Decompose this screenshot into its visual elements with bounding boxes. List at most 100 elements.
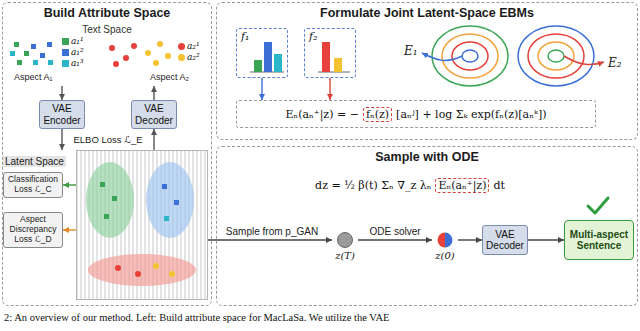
- output-box: Multi-aspect Sentence: [564, 220, 634, 260]
- classifier-bars: [334, 58, 342, 72]
- energy-contours: [432, 26, 508, 86]
- node-text: f₂: [305, 29, 355, 44]
- latent-space-illustration: [100, 182, 105, 187]
- connector-arrow: [153, 129, 154, 150]
- classifier-bars: [264, 42, 272, 72]
- node-text: Aspect Discrepancy Loss ℒ_D: [6, 215, 60, 244]
- connector-arrow: [61, 86, 62, 100]
- text-space-scatter: [131, 43, 137, 49]
- latent-point: z(0): [432, 232, 458, 264]
- connector-arrow: [528, 239, 564, 240]
- connector-arrow: [358, 239, 432, 240]
- latent-space-illustration: [76, 150, 208, 300]
- legend-text: a₁¹: [71, 37, 84, 46]
- annotation-label: E₂: [608, 56, 622, 70]
- vae-box: VAE Decoder: [482, 225, 528, 255]
- text-space-scatter: [153, 60, 159, 66]
- annotation-label: ELBO Loss ℒ_E: [73, 134, 142, 145]
- loss-box: Classification Loss ℒ_C: [3, 172, 63, 198]
- energy-contours: [442, 34, 498, 78]
- text-space-scatter: [109, 45, 115, 51]
- connector-arrow: [63, 184, 76, 185]
- legend-swatch: [62, 38, 69, 45]
- legend-text: a₂¹: [187, 42, 200, 51]
- node-text: z(T): [332, 250, 358, 261]
- latent-space-illustration: [76, 150, 208, 300]
- latent-space-illustration: [146, 162, 194, 238]
- node-text: f₁: [237, 29, 287, 44]
- connector-arrow: [61, 129, 62, 150]
- energy-contours: [462, 50, 478, 62]
- point-half: [445, 233, 453, 248]
- legend-text: a₁³: [71, 59, 84, 68]
- equation-box: Eₙ(aₙ⁺|z) = − fₙ(z) [aₙʲ] + log Σₖ exp(fₙ(…: [236, 100, 596, 128]
- latent-space-illustration: [164, 216, 169, 221]
- legend-item: a₂¹: [178, 42, 200, 51]
- text-space-scatter: [47, 42, 52, 47]
- equation: dz = ½ β(t) Σₙ ∇_z λₙ Eₙ(aₙ⁺|z) dt: [240, 172, 580, 198]
- point-circle: [437, 232, 453, 248]
- latent-space-illustration: [88, 254, 196, 286]
- node-text: Multi-aspect Sentence: [567, 229, 631, 252]
- text-space-scatter: [165, 53, 171, 59]
- latent-space-illustration: [135, 271, 141, 277]
- text-space-scatter: [10, 51, 15, 56]
- node-text: Eₙ(aₙ⁺|z): [435, 178, 489, 193]
- annotation-label: Aspect A₁: [14, 72, 53, 82]
- legend-text: a₂²: [187, 53, 200, 62]
- connector-arrow: [329, 78, 330, 100]
- node-text: Text Space: [8, 24, 206, 35]
- node-text: Classification Loss ℒ_C: [6, 175, 60, 195]
- annotation-label: Aspect A₂: [150, 72, 189, 82]
- energy-contours: [422, 53, 462, 60]
- text-space-scatter: [48, 60, 53, 65]
- node-text: fₙ(z): [363, 107, 392, 122]
- node-text: [aₙʲ] + log Σₖ exp(fₙ(z)[aₙᵏ]): [396, 108, 546, 121]
- text-space-scatter: [40, 53, 45, 58]
- legend-item: a₂²: [178, 53, 200, 62]
- node-text: dz = ½ β(t) Σₙ ∇_z λₙ: [315, 179, 431, 192]
- figure-caption: 2: An overview of our method. Left: Buil…: [4, 312, 390, 323]
- classifier-bars: [250, 42, 350, 72]
- text-space-scatter: [113, 61, 119, 67]
- text-space-scatter: [10, 41, 171, 67]
- panel: Formulate Joint Latent-Space EBMsf₁f₂Eₙ(…: [216, 2, 638, 140]
- node-text: Latent Space: [3, 156, 66, 167]
- point-half: [438, 233, 446, 248]
- node-text: Eₙ(aₙ⁺|z) = −: [285, 108, 358, 121]
- latent-space-illustration: [112, 196, 117, 201]
- node-text: VAE Encoder: [42, 103, 82, 126]
- classifier-bars: [254, 60, 262, 72]
- checkmark: [588, 198, 608, 213]
- connector-arrow: [63, 229, 76, 230]
- text-space-scatter: [123, 55, 129, 61]
- checkmark: [588, 198, 608, 213]
- edge-label: ODE solver: [367, 226, 422, 237]
- point-dot: [338, 233, 353, 248]
- vae-box: VAE Decoder: [131, 100, 177, 129]
- energy-contours: [538, 42, 574, 70]
- text-space-scatter: [14, 42, 19, 47]
- text-space-scatter: [17, 60, 22, 65]
- energy-contours: [528, 34, 584, 78]
- panel-heading: Sample with ODE: [217, 150, 637, 164]
- energy-contours: [422, 26, 604, 86]
- connector-arrow: [208, 239, 332, 240]
- node-text: z(0): [432, 250, 458, 261]
- node-text: dt: [493, 179, 504, 192]
- classifier-box: f₁: [236, 28, 288, 78]
- legend-item: a₁²: [62, 48, 84, 57]
- legend-item: a₁¹: [62, 37, 84, 46]
- classifier-bars: [322, 42, 330, 72]
- latent-space-region: Latent Space: [76, 150, 208, 300]
- text-space-scatter: [31, 44, 36, 49]
- classifier-bars: [274, 54, 282, 72]
- node-text: VAE Decoder: [134, 103, 174, 126]
- energy-contours: [452, 42, 488, 70]
- edge-label: Sample from p_GAN: [224, 226, 320, 237]
- latent-space-illustration: [169, 271, 175, 277]
- connector-arrow: [153, 86, 154, 100]
